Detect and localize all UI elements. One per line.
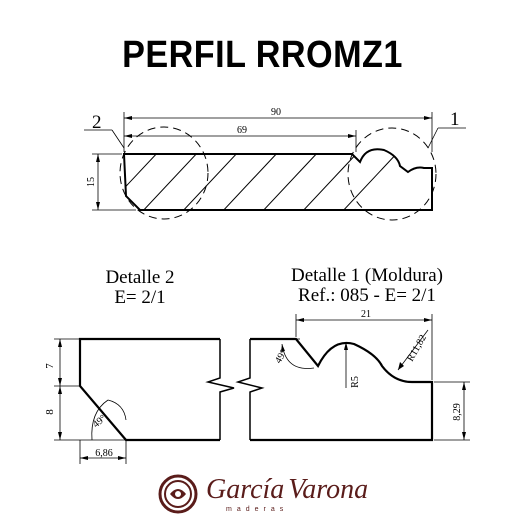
brand-subtitle: maderas <box>226 506 289 513</box>
detail2-title: Detalle 2 <box>105 267 175 288</box>
dim-height-15: 15 <box>86 177 97 187</box>
page-title: PERFIL RROMZ1 <box>122 34 403 76</box>
dim-21: 21 <box>361 309 371 320</box>
brand-emblem-icon <box>158 474 198 514</box>
radius-large: R11,82 <box>405 333 429 363</box>
dim-7: 7 <box>44 363 56 369</box>
dim-8-29: 8,29 <box>452 403 463 421</box>
dim-8: 8 <box>44 409 56 415</box>
detail1-outline <box>250 337 434 442</box>
profile-outline <box>122 148 433 211</box>
detail1-label: Detalle 1 (Moldura) Ref.: 085 - E= 2/1 <box>262 266 472 306</box>
dim-partial-69: 69 <box>237 125 247 136</box>
detail1-angle: 49° <box>273 348 290 366</box>
callout-1: 1 <box>450 109 460 130</box>
radius-small: R5 <box>350 376 361 388</box>
section-hatching <box>124 149 401 210</box>
detail1-circle <box>347 127 437 221</box>
detail1-title: Detalle 1 (Moldura) <box>291 265 443 286</box>
detail2-circle <box>119 126 209 220</box>
dim-total-90: 90 <box>271 107 281 118</box>
detail1-ref: Ref.: 085 - E= 2/1 <box>298 285 436 306</box>
detail2-scale: E= 2/1 <box>114 287 166 308</box>
dim-6-86: 6,86 <box>95 448 113 459</box>
brand-name-second: Varona <box>288 474 369 505</box>
brand-name-first: García <box>206 474 285 505</box>
callout-2: 2 <box>92 112 102 133</box>
detail2-label: Detalle 2 E= 2/1 <box>80 268 200 308</box>
